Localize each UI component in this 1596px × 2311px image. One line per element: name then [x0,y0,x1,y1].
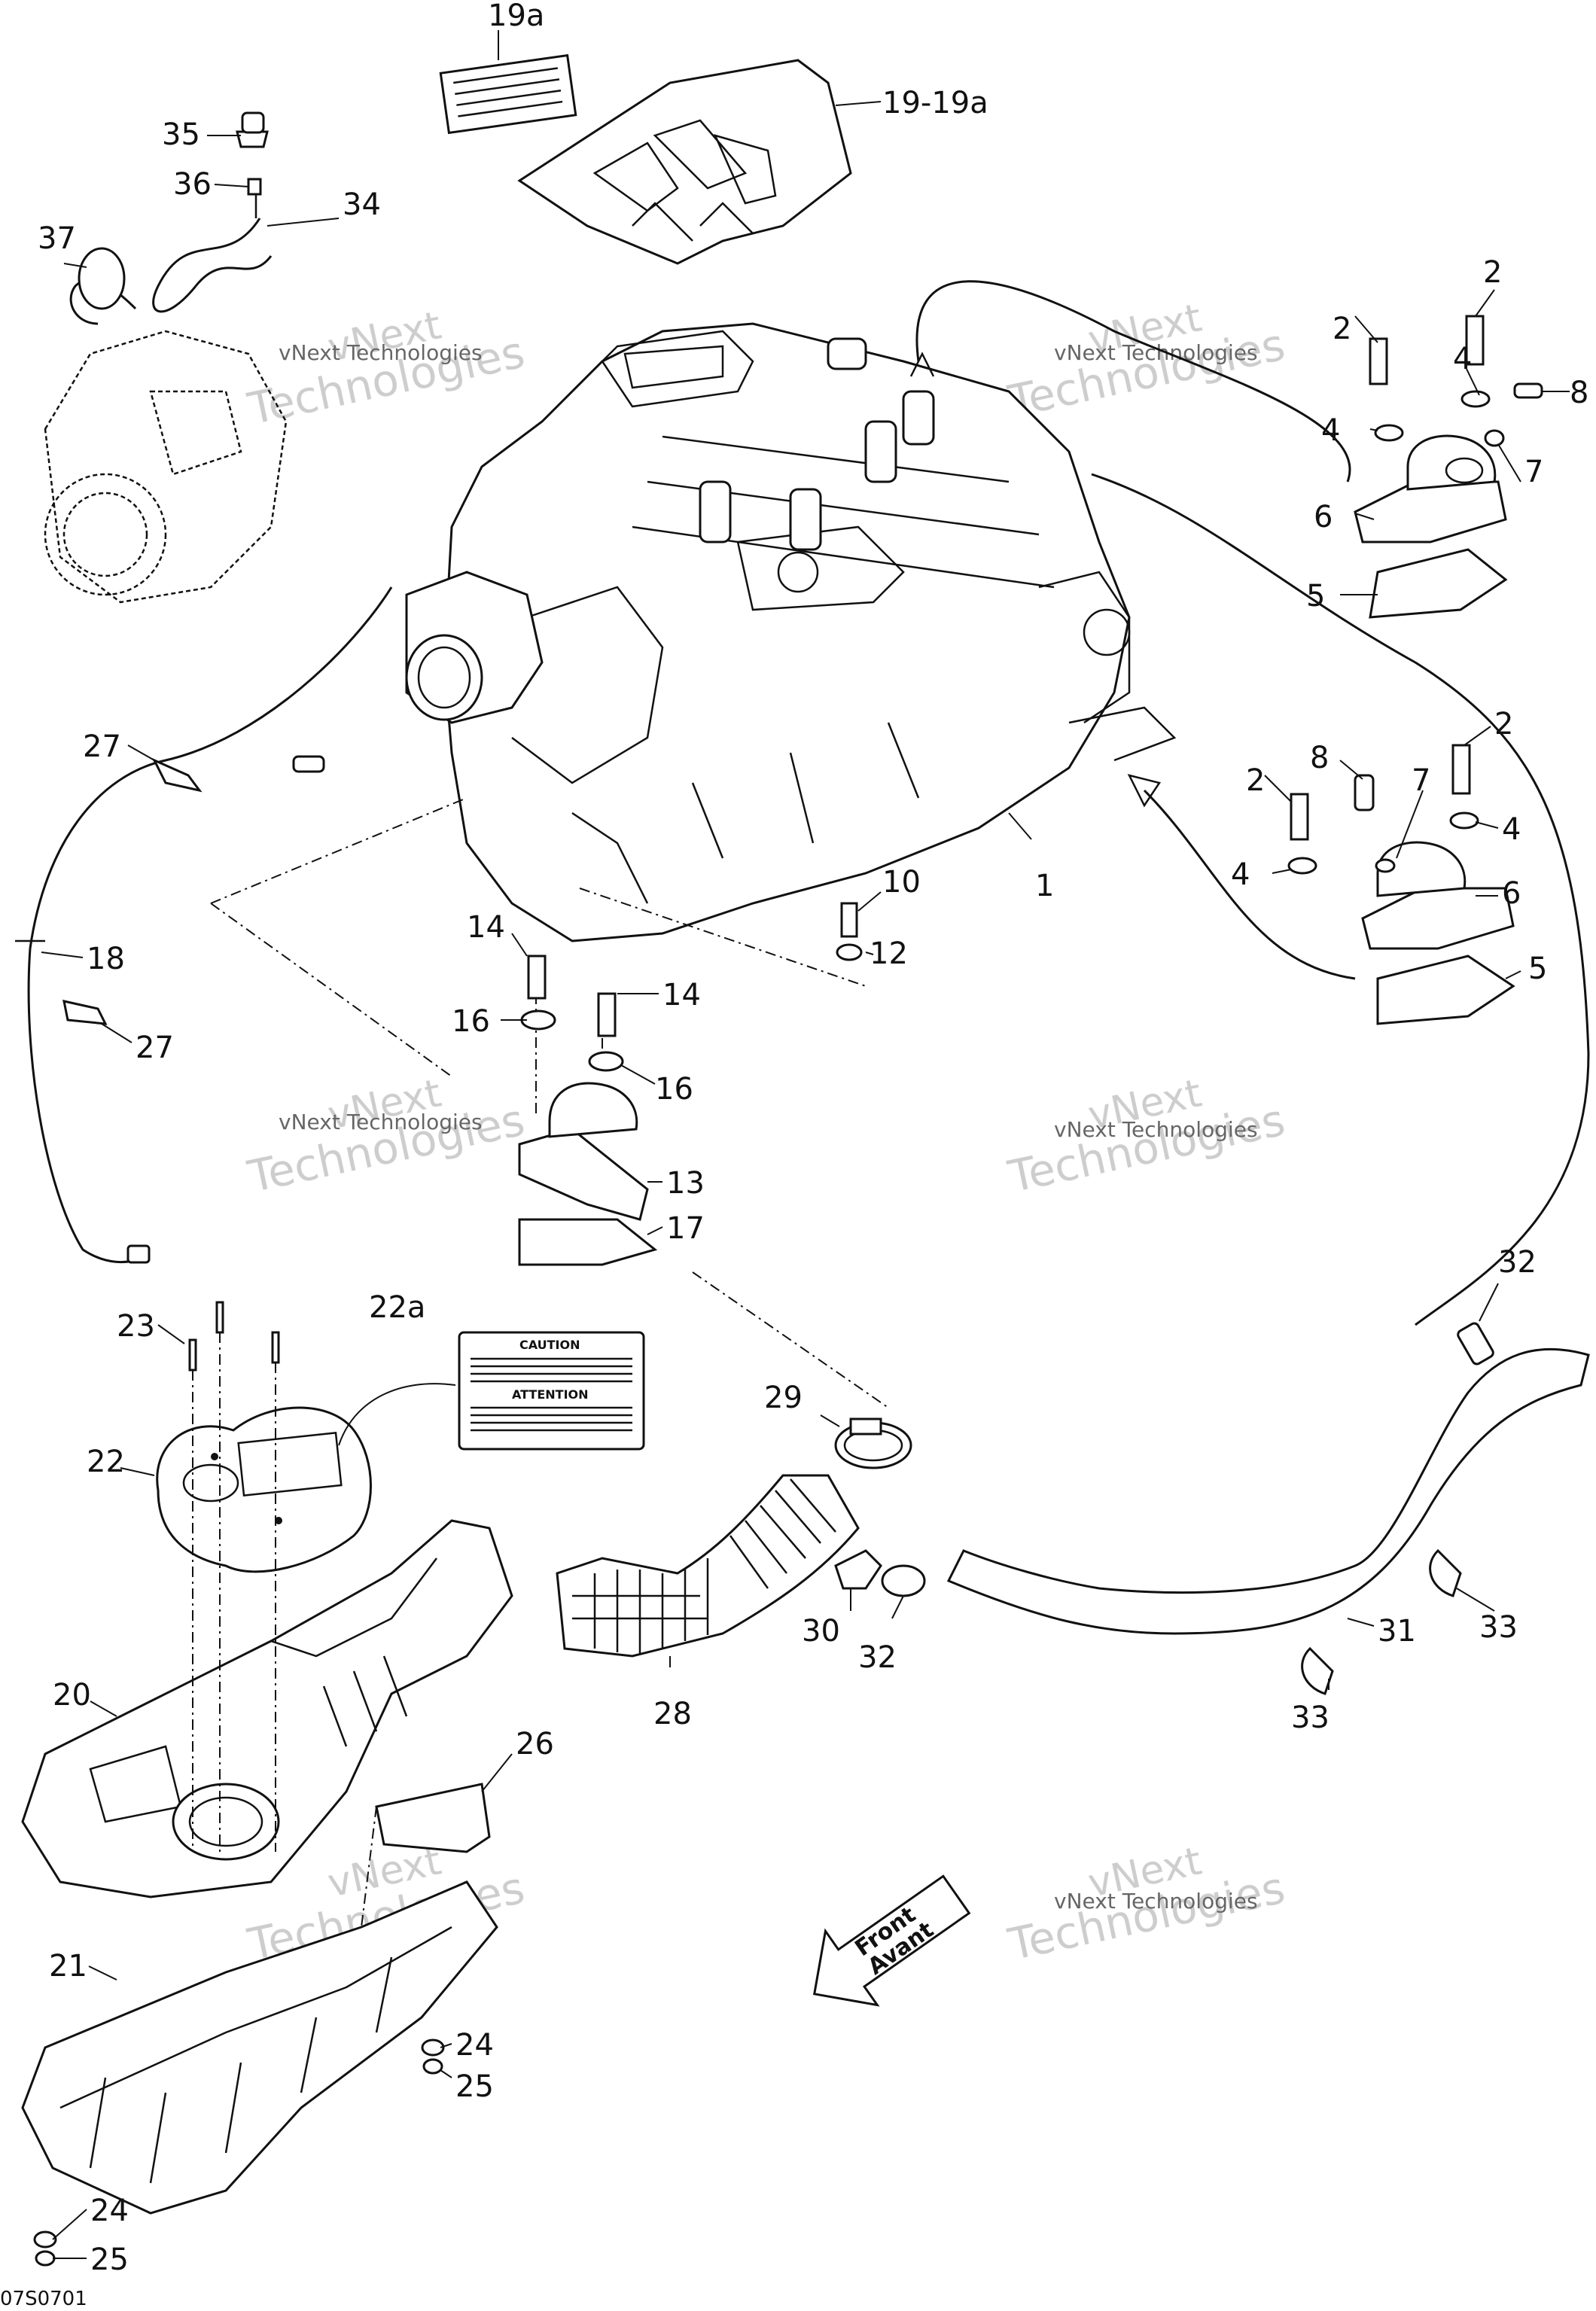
silencer-cover [156,1301,372,1852]
callout-5: 5 [1528,951,1547,986]
callout-25: 25 [90,2242,129,2277]
callout-27: 27 [83,729,121,764]
callout-22: 22 [87,1445,125,1479]
callout-6: 6 [1502,876,1521,911]
callout-2: 2 [1246,763,1265,798]
attention-heading: ATTENTION [512,1387,589,1402]
callout-1: 1 [1035,869,1054,903]
engine-mount-center [518,902,863,1266]
watermark-caption: vNext Technologies [1054,340,1258,365]
callout-19: 19-19a [882,86,988,120]
callout-8: 8 [1570,376,1588,410]
callout-31: 31 [1378,1614,1416,1649]
callout-26: 26 [516,1727,554,1761]
figure-reference-code: 07S0701 [0,2288,87,2310]
engine-block [405,322,1177,942]
front-direction-arrow: Front Avant [812,1874,971,2007]
callout-2: 2 [1333,312,1351,346]
callout-4: 4 [1231,857,1250,892]
callout-2: 2 [1494,707,1513,741]
callout-24: 24 [90,2194,129,2228]
callout-17: 17 [666,1211,705,1246]
callout-25: 25 [455,2069,494,2104]
callout-16: 16 [452,1004,490,1039]
callout-21: 21 [49,1949,87,1984]
intake-hose [556,1474,860,1658]
callout-7: 7 [1524,455,1543,489]
callout-4: 4 [1453,342,1472,376]
watermark-caption: vNext Technologies [1054,1117,1258,1142]
engine-cover [439,53,852,265]
callout-13: 13 [666,1166,705,1201]
callout-32: 32 [1498,1245,1537,1280]
air-silencer-box [21,1519,513,1898]
caution-heading: CAUTION [519,1338,580,1352]
callout-33: 33 [1479,1610,1518,1645]
callout-14: 14 [467,910,505,945]
engine-mount-right-upper [1354,315,1543,619]
clamps-and-fittings [834,1322,1494,1597]
callout-34: 34 [343,187,381,222]
throttle-body-ghost [44,330,288,604]
callout-36: 36 [173,167,212,202]
callout-numbers: 19a 19-19a 35 36 34 37 1 10 12 14 14 16 … [38,0,1588,2277]
callout-32: 32 [858,1640,897,1675]
callout-12: 12 [870,936,908,971]
callout-29: 29 [764,1381,803,1415]
wiring-leads [27,280,1590,1326]
callout-leaders [41,30,1570,2259]
callout-14: 14 [662,978,701,1012]
callout-22a: 22a [369,1290,425,1325]
watermark-caption: vNext Technologies [279,340,483,365]
callout-8: 8 [1310,741,1329,775]
callout-7: 7 [1412,763,1430,798]
callout-4: 4 [1321,413,1340,448]
callout-19a: 19a [488,0,544,33]
callout-16: 16 [655,1072,693,1107]
callout-30: 30 [802,1614,840,1649]
callout-6: 6 [1314,500,1333,534]
callout-2: 2 [1483,255,1502,290]
callout-20: 20 [53,1678,91,1713]
silencer-bottom [21,1783,498,2267]
callout-27: 27 [136,1031,174,1065]
callout-33: 33 [1291,1701,1329,1735]
callout-28: 28 [653,1697,692,1731]
caution-label: CAUTION ATTENTION [338,1331,645,1451]
hose-clips [15,755,325,1025]
callout-10: 10 [882,865,921,900]
callout-5: 5 [1306,579,1325,614]
callout-4: 4 [1502,812,1521,847]
engine-mount-right-lower [1287,744,1515,1025]
drain-hose [946,1347,1590,1695]
watermark-caption: vNext Technologies [1054,1889,1258,1914]
callout-37: 37 [38,221,76,256]
callout-24: 24 [455,2028,494,2063]
callout-35: 35 [162,117,200,152]
vent-tube [69,111,273,325]
watermark-caption: vNext Technologies [279,1110,483,1134]
callout-23: 23 [117,1309,155,1344]
callout-18: 18 [87,942,125,976]
